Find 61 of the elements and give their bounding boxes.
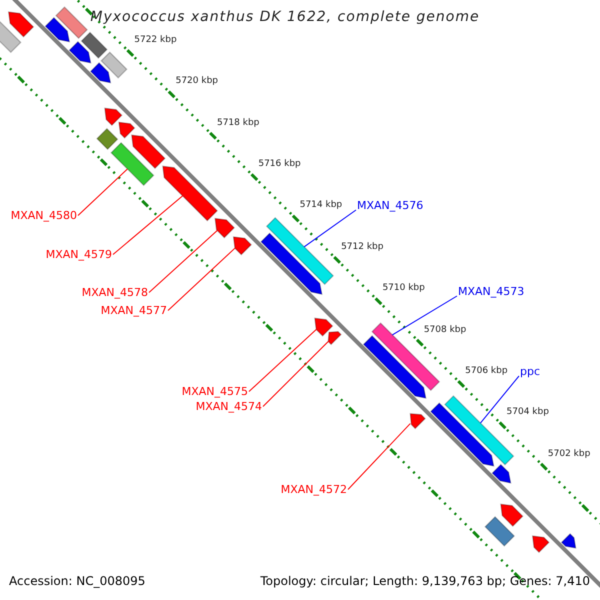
leader-line: [148, 230, 218, 293]
gene-feature: [55, 6, 88, 40]
leader-line: [78, 168, 128, 216]
gene-feature: [266, 216, 334, 286]
gene-feature: [80, 32, 108, 59]
gene-label: MXAN_4577: [100, 305, 167, 316]
scale-label: 5720 kbp: [176, 77, 218, 86]
gene-feature: [560, 533, 576, 549]
gene-feature: [162, 166, 218, 222]
gene-feature: [232, 236, 252, 256]
gene-feature: [96, 128, 118, 150]
gene-label: MXAN_4575: [182, 386, 248, 397]
leader-line: [248, 329, 317, 392]
scale-label: 5710 kbp: [382, 284, 425, 294]
gene-label: MXAN_4580: [10, 210, 77, 221]
genome-summary: Topology: circular; Length: 9,139,763 bp; Genes: 7,410: [260, 575, 590, 587]
title: Myxococcus xanthus DK 1622, complete genome: [89, 10, 481, 24]
gene-feature: [68, 40, 92, 64]
scale-label: 5718 kbp: [216, 118, 260, 128]
leader-line: [348, 423, 411, 490]
accession-text: Accession: NC_008095: [9, 575, 146, 587]
gene-feature: [118, 122, 136, 139]
gene-feature: [328, 330, 342, 346]
leader-line: [262, 341, 329, 407]
gene-label: MXAN_4579: [46, 249, 112, 260]
scale-label: 5708 kbp: [424, 326, 466, 335]
gene-feature: [314, 318, 334, 337]
gene-feature: [410, 413, 426, 430]
gene-feature: [260, 232, 323, 295]
scale-label: 5712 kbp: [341, 242, 384, 252]
leader-line: [392, 296, 458, 336]
leader-line: [112, 195, 184, 255]
scale-label: 5704 kbp: [506, 408, 549, 418]
gene-feature: [44, 16, 70, 42]
gene-feature: [362, 335, 427, 399]
gene-feature: [0, 20, 22, 54]
leader-line: [480, 376, 520, 424]
scale-label: 5706 kbp: [465, 366, 508, 376]
gene-feature: [214, 218, 236, 238]
scale-label: 5716 kbp: [258, 160, 301, 170]
leader-line: [168, 248, 236, 311]
gene-feature: [430, 402, 494, 467]
gene-feature: [110, 142, 154, 186]
gene-feature: [104, 108, 123, 126]
gene-label: ppc: [520, 366, 540, 377]
gene-feature: [491, 464, 512, 484]
gene-label: MXAN_4572: [280, 484, 347, 495]
gene-label: MXAN_4578: [82, 287, 148, 298]
gene-feature: [90, 62, 112, 84]
gene-feature: [500, 504, 524, 527]
gene-feature: [484, 516, 516, 547]
scale-label: 5714 kbp: [300, 201, 342, 210]
scale-label: 5722 kbp: [134, 36, 177, 46]
gene-label: MXAN_4573: [458, 286, 524, 297]
gene-label: MXAN_4576: [357, 200, 424, 211]
gene-feature: [8, 11, 34, 38]
gene-feature: [532, 535, 550, 554]
scale-label: 5702 kbp: [548, 450, 590, 459]
gene-label: MXAN_4574: [196, 401, 262, 412]
gene-feature: [100, 51, 128, 79]
gene-feature: [131, 134, 166, 170]
